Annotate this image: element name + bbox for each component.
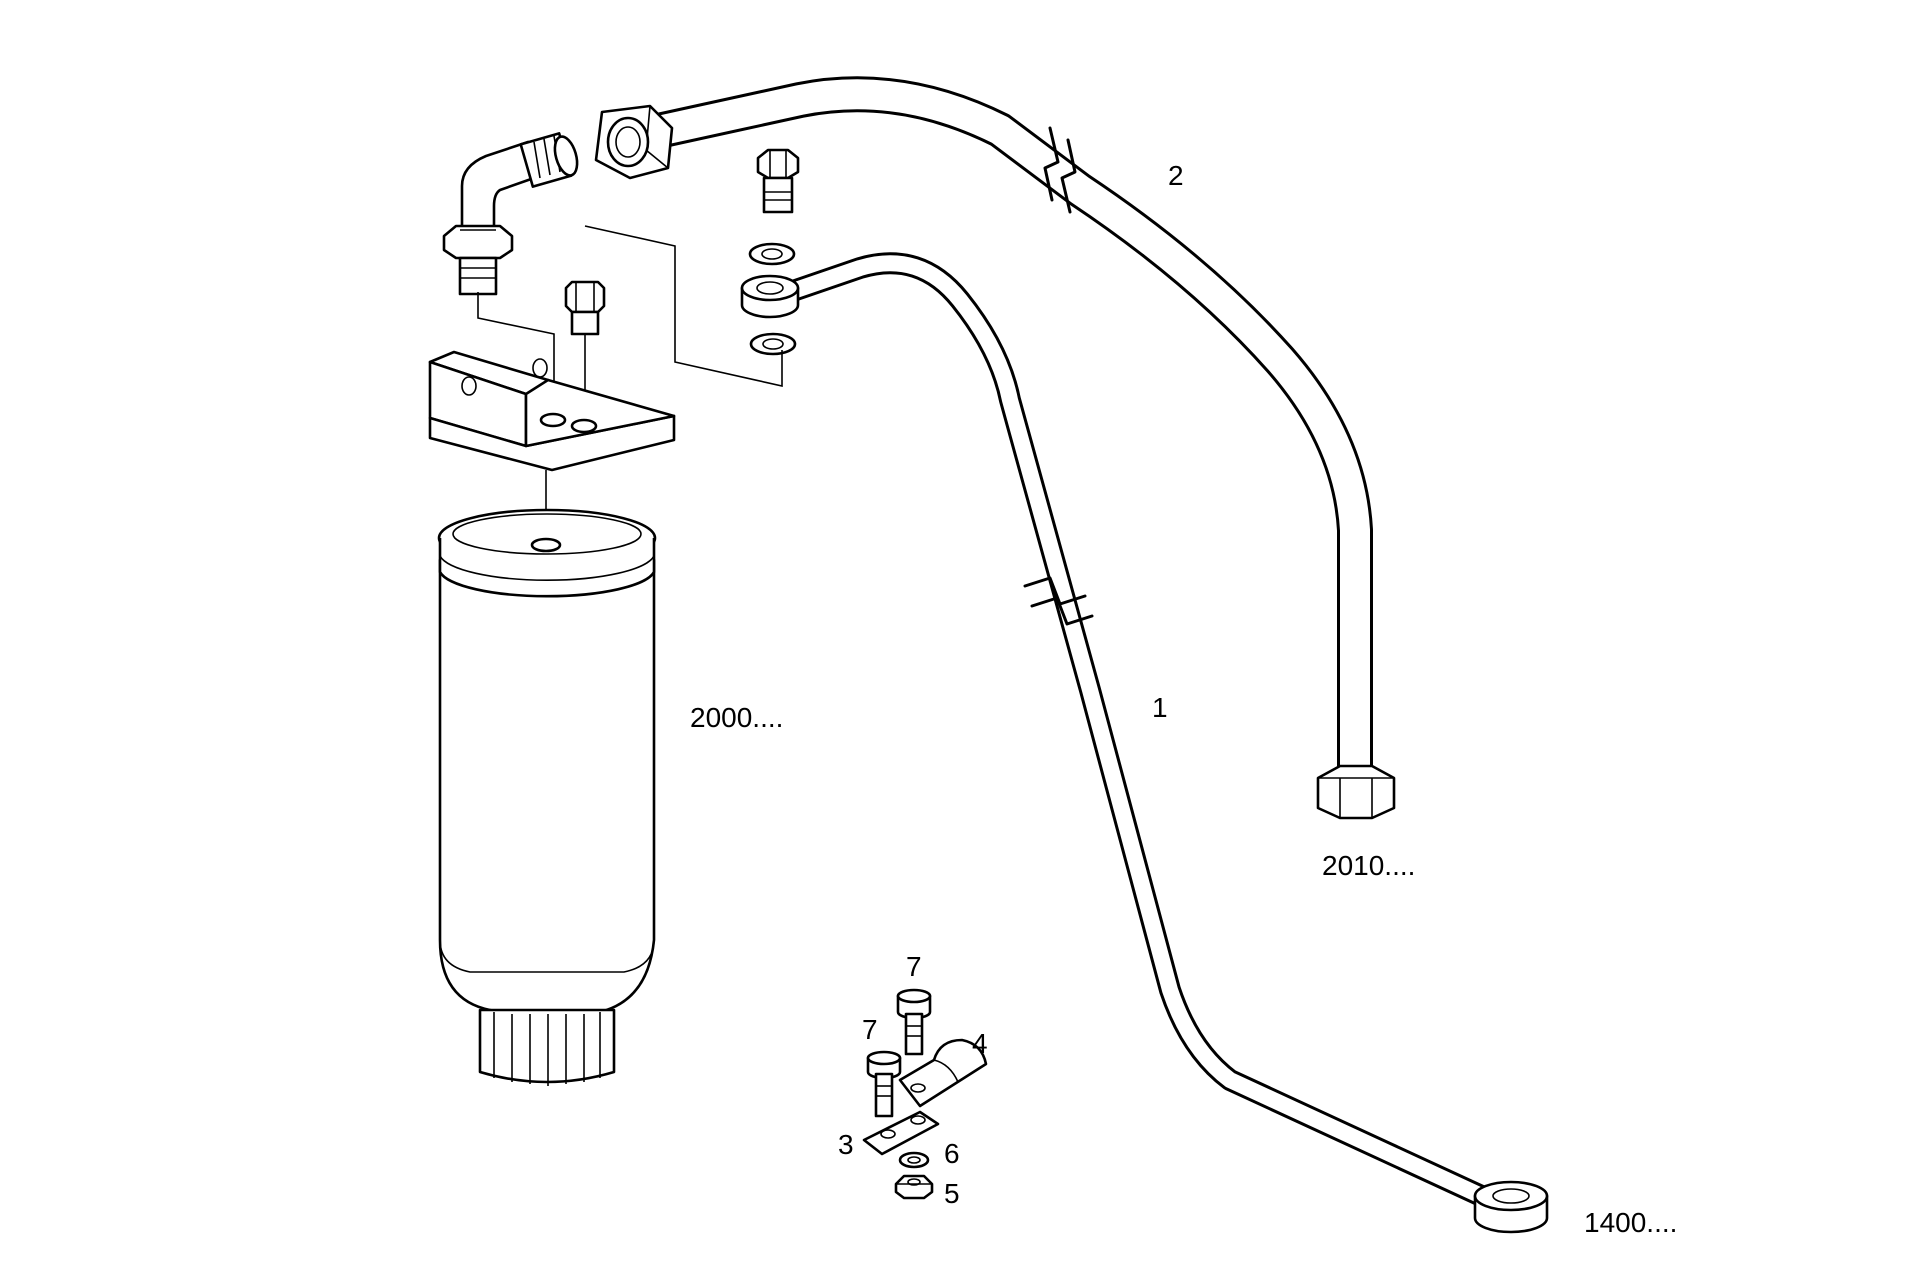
label-pipe-2: 2 xyxy=(1168,160,1184,191)
clamp-plate xyxy=(862,1110,940,1156)
elbow-fitting xyxy=(442,132,579,296)
mounting-bracket xyxy=(428,350,676,472)
washer xyxy=(898,1151,930,1169)
pipe-2-hex-nut xyxy=(594,104,674,180)
pipe-1-banjo-lower xyxy=(1473,1180,1549,1234)
label-nut: 5 xyxy=(944,1178,960,1209)
label-screw-upper: 7 xyxy=(906,951,922,982)
pipe-2 xyxy=(594,76,1396,820)
label-pipe-1: 1 xyxy=(1152,692,1168,723)
label-pipe-1-end: 1400.... xyxy=(1584,1207,1677,1238)
label-screw-lower: 7 xyxy=(862,1014,878,1045)
label-clamp: 4 xyxy=(972,1028,988,1059)
pipe-clamp xyxy=(898,1038,988,1108)
label-filter: 2000.... xyxy=(690,702,783,733)
connector xyxy=(564,280,606,336)
sealing-washer-upper xyxy=(748,242,796,266)
sealing-washer-lower xyxy=(749,332,797,356)
pipe-1 xyxy=(740,252,1549,1234)
screw-lower xyxy=(866,1050,902,1118)
label-washer: 6 xyxy=(944,1138,960,1169)
pipe-2-end-nut xyxy=(1316,764,1396,820)
banjo-bolt xyxy=(756,148,800,214)
label-plate: 3 xyxy=(838,1129,854,1160)
pipe-1-banjo-upper xyxy=(740,274,800,319)
hex-nut xyxy=(894,1174,934,1200)
screw-upper xyxy=(896,988,932,1056)
fuel-filter xyxy=(437,508,657,1086)
label-pipe-2-end: 2010.... xyxy=(1322,850,1415,881)
